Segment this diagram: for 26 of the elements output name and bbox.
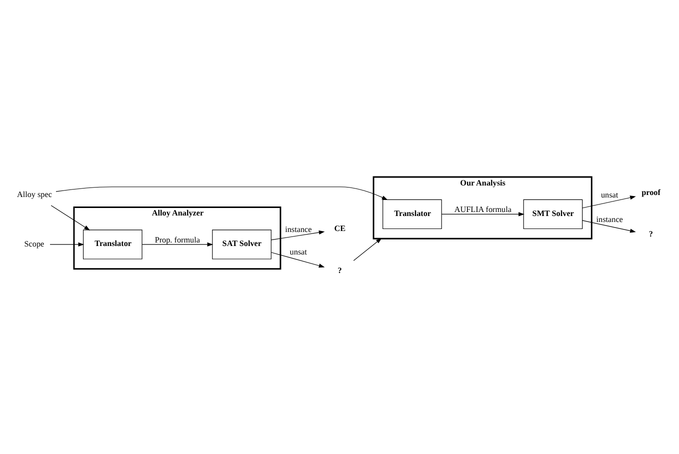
node-text: Alloy spec <box>16 190 52 200</box>
arrow <box>270 252 325 268</box>
node-box: SMT Solver <box>523 199 583 230</box>
arrow <box>142 242 214 246</box>
node-text: CE <box>334 224 346 233</box>
arrow <box>50 205 90 230</box>
arrow <box>56 186 388 200</box>
node-box: SAT Solver <box>212 230 272 260</box>
arrow <box>353 238 382 261</box>
node-box: Translator <box>382 199 442 230</box>
node-box: Translator <box>83 230 142 260</box>
edge-label: AUFLIA formula <box>454 204 512 214</box>
arrow <box>441 212 524 216</box>
edge-label: unsat <box>600 190 618 200</box>
node-text: Scope <box>24 240 44 249</box>
arrow <box>582 196 636 208</box>
arrow <box>270 230 325 240</box>
edge-label: instance <box>596 214 623 224</box>
arrow <box>582 220 636 233</box>
edge-label: unsat <box>290 247 307 256</box>
edge-label: instance <box>285 224 312 234</box>
node-text: proof <box>642 188 660 197</box>
node-text: ? <box>648 230 653 239</box>
node-text: ? <box>338 266 342 275</box>
edge-label: Prop. formula <box>154 235 200 244</box>
arrow <box>50 242 84 246</box>
